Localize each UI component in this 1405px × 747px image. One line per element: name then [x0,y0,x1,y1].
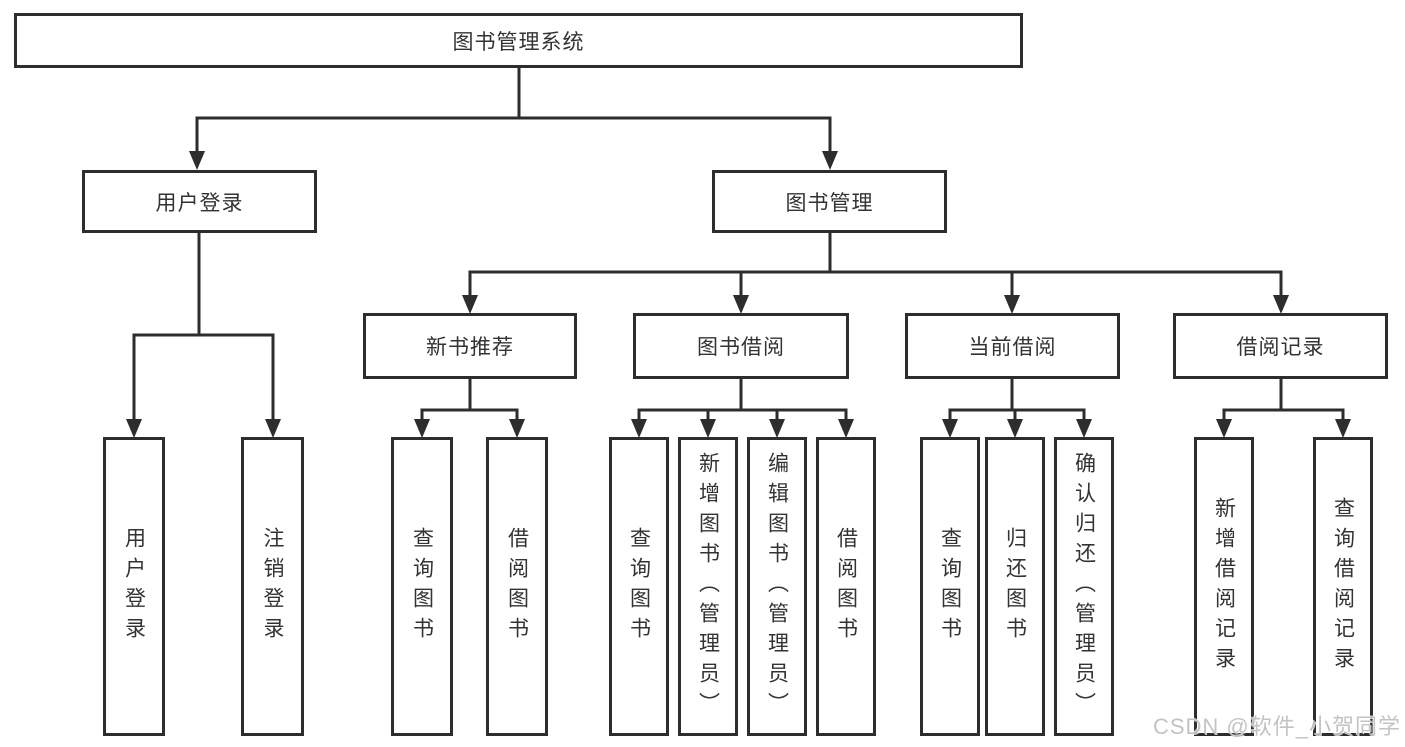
node-borrow-record: 借阅记录 [1173,313,1388,379]
leaf-br-add-borrow-record-label: 新增借阅记录 [1212,496,1236,677]
node-root-system-label: 图书管理系统 [452,30,585,54]
leaf-bb-borrow-book: 借阅图书 [816,437,876,736]
leaf-cb-confirm-return-admin: 确认归还（管理员） [1054,437,1114,736]
leaf-cb-confirm-return-admin-label: 确认归还（管理员） [1072,451,1096,722]
node-book-management: 图书管理 [712,170,947,233]
node-borrow-record-label: 借阅记录 [1236,336,1325,359]
leaf-br-query-borrow-record-label: 查询借阅记录 [1331,496,1355,677]
leaf-nb-query-book: 查询图书 [391,437,453,736]
node-new-book-recommend: 新书推荐 [363,313,577,379]
node-user-login: 用户登录 [82,170,317,233]
node-current-borrow: 当前借阅 [905,313,1120,379]
leaf-bb-query-book-label: 查询图书 [627,526,651,647]
leaf-nb-query-book-label: 查询图书 [410,526,434,647]
leaf-bb-edit-book-admin-label: 编辑图书（管理员） [765,451,789,722]
node-user-login-label: 用户登录 [155,191,244,215]
leaf-br-add-borrow-record: 新增借阅记录 [1194,437,1254,736]
leaf-nb-borrow-book: 借阅图书 [486,437,548,736]
node-root-system: 图书管理系统 [14,13,1023,68]
leaf-cb-query-book-label: 查询图书 [938,526,962,647]
leaf-bb-add-book-admin-label: 新增图书（管理员） [696,451,720,722]
leaf-cb-return-book: 归还图书 [985,437,1045,736]
leaf-cb-query-book: 查询图书 [920,437,980,736]
leaf-bb-query-book: 查询图书 [609,437,669,736]
leaf-logout-label: 注销登录 [261,526,285,647]
leaf-bb-borrow-book-label: 借阅图书 [834,526,858,647]
node-book-borrow-label: 图书借阅 [697,336,785,359]
leaf-br-query-borrow-record: 查询借阅记录 [1313,437,1373,736]
csdn-watermark: CSDN @软件_小贺同学 [1152,714,1401,739]
leaf-cb-return-book-label: 归还图书 [1003,526,1027,647]
leaf-nb-borrow-book-label: 借阅图书 [505,526,529,647]
node-book-management-label: 图书管理 [785,191,874,215]
leaf-bb-add-book-admin: 新增图书（管理员） [678,437,738,736]
node-book-borrow: 图书借阅 [633,313,849,379]
leaf-user-login-label: 用户登录 [122,526,146,647]
leaf-user-login: 用户登录 [103,437,165,736]
node-current-borrow-label: 当前借阅 [968,336,1057,359]
leaf-bb-edit-book-admin: 编辑图书（管理员） [747,437,807,736]
arrow-down-icons [126,151,1351,438]
leaf-logout: 注销登录 [241,437,304,736]
node-new-book-recommend-label: 新书推荐 [426,336,514,359]
